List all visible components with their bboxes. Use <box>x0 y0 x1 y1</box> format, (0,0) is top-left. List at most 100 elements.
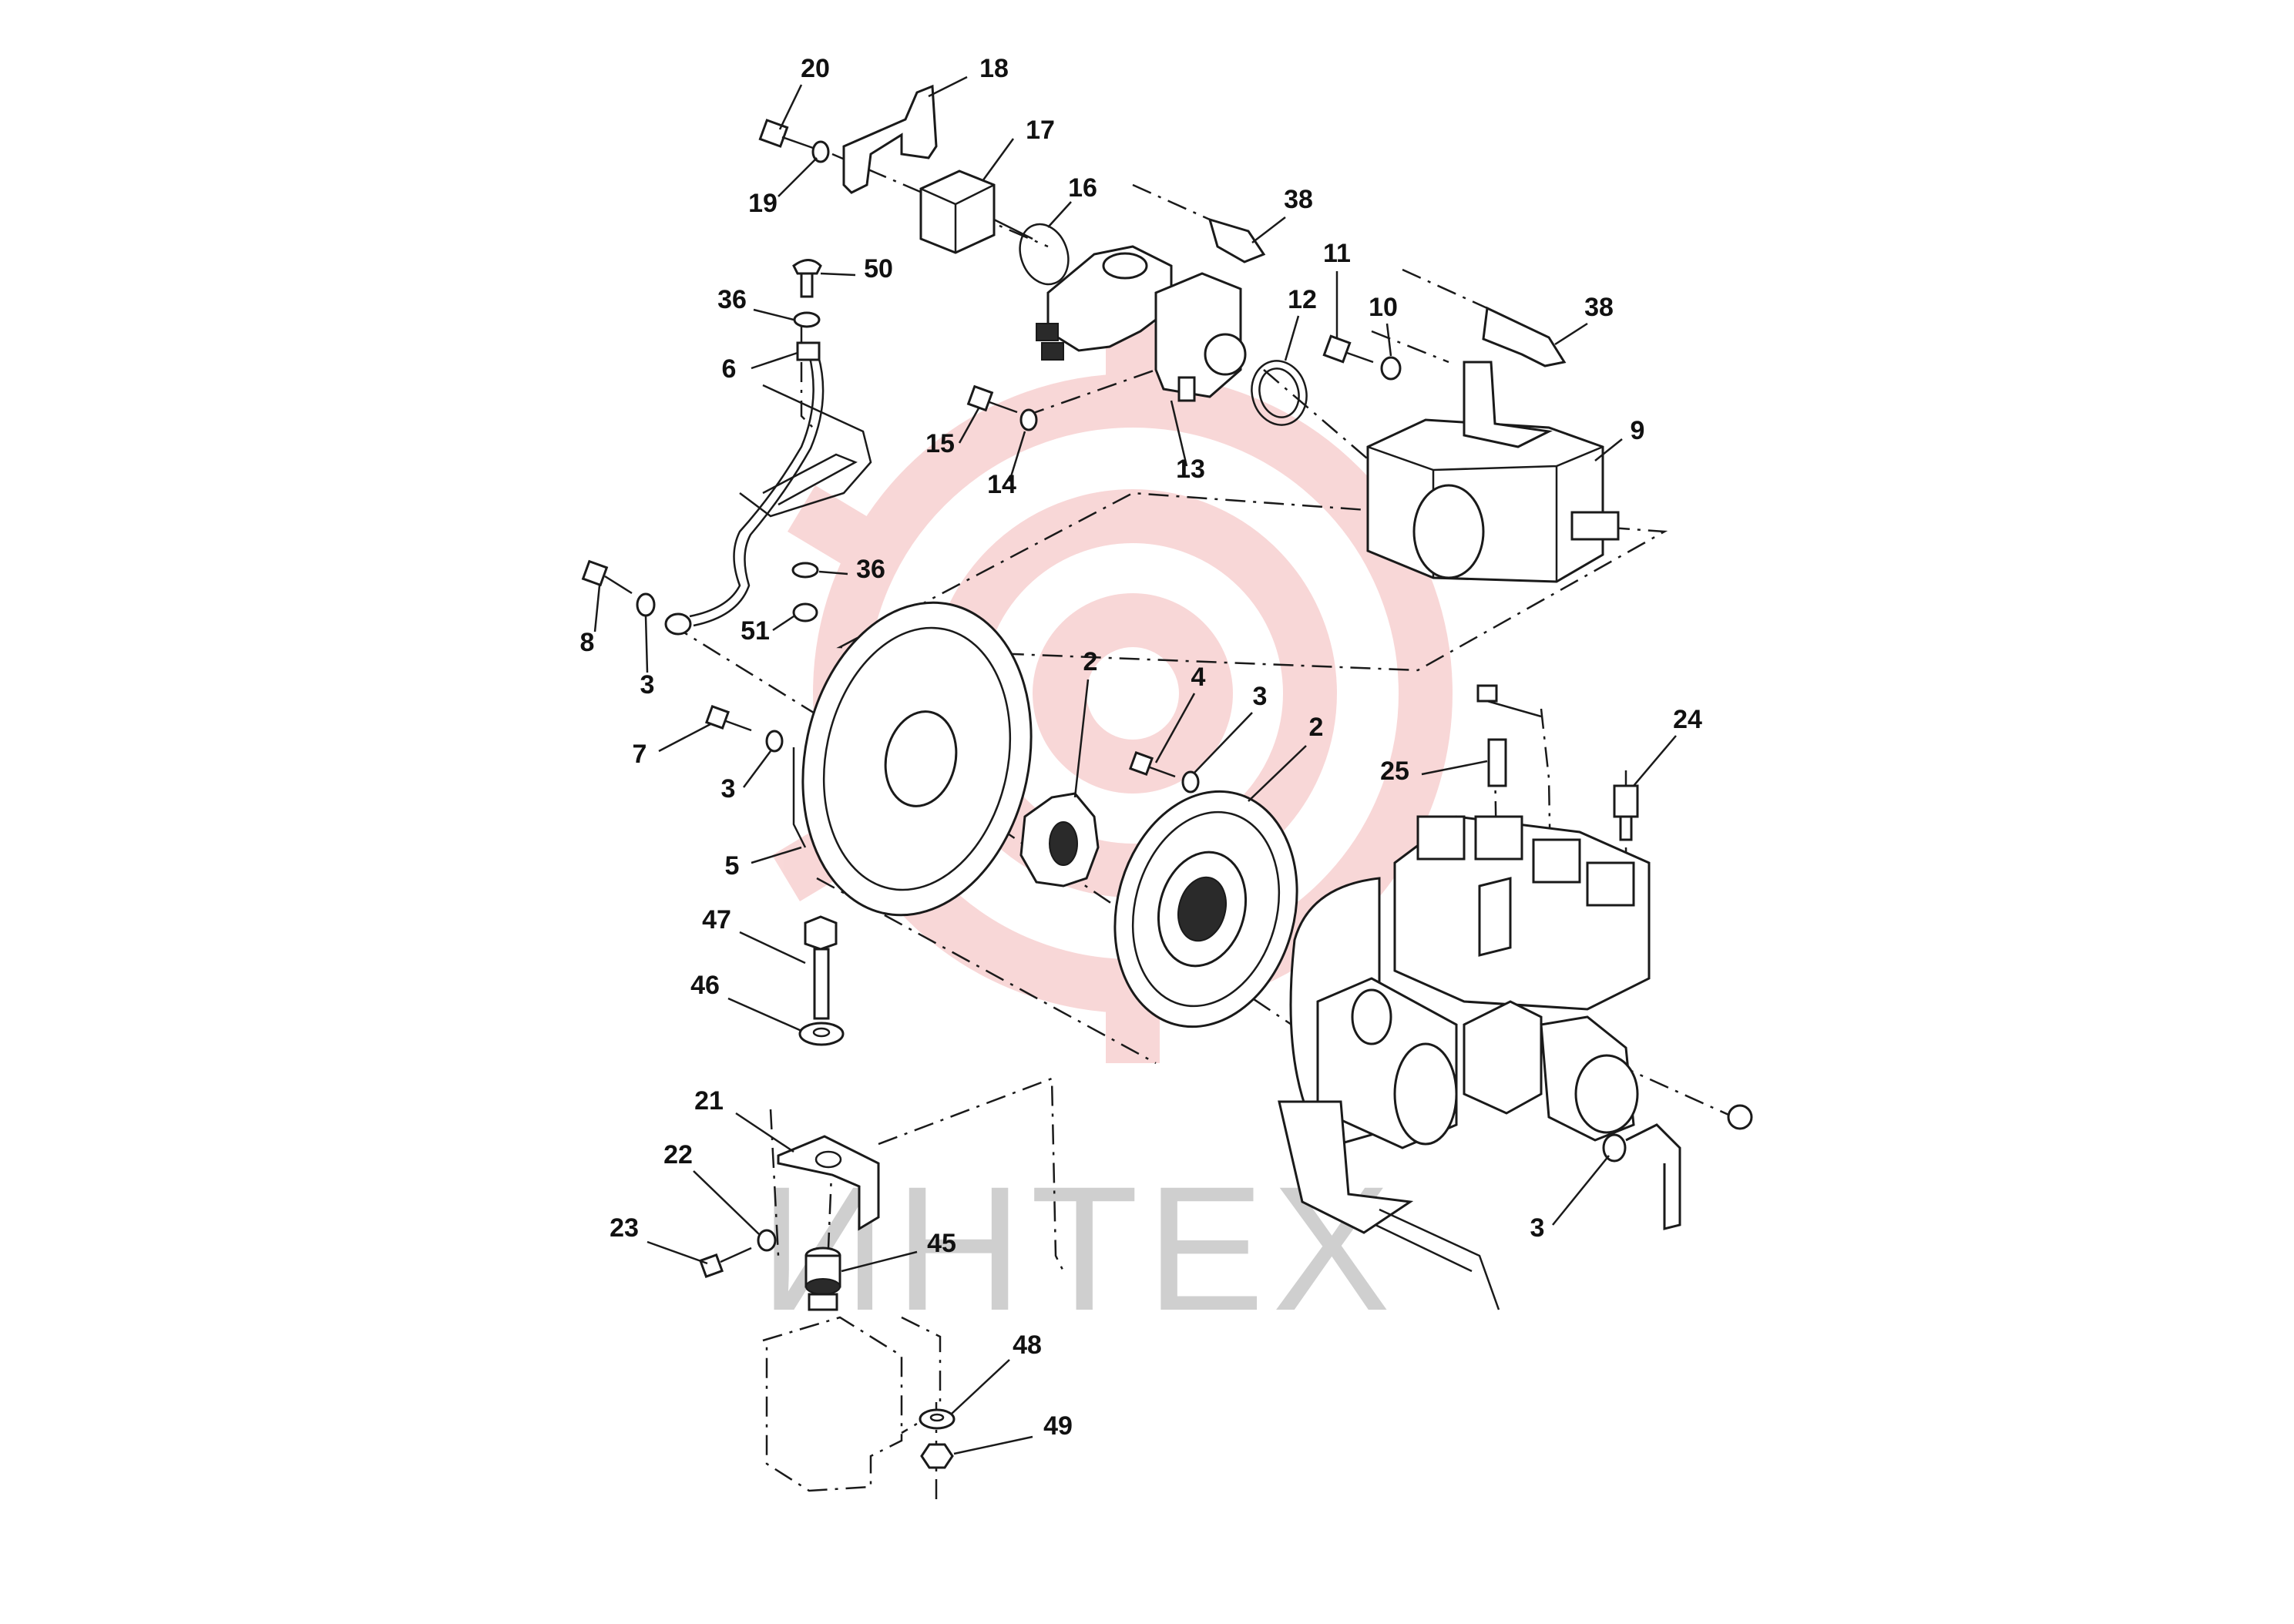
callout-leader-c16 <box>1047 201 1072 228</box>
servo-motor-part <box>919 169 1033 254</box>
air-damper-actuator-part <box>1366 361 1620 583</box>
callout-leader-c12 <box>1284 315 1300 361</box>
callout-leader-c5 <box>751 846 802 864</box>
callout-label-c51: 51 <box>741 616 770 646</box>
washer-48-part <box>919 1408 956 1430</box>
callout-label-c21: 21 <box>694 1086 724 1116</box>
screw-20-part <box>758 119 814 149</box>
callout-leader-c24 <box>1633 735 1677 787</box>
callout-label-c17: 17 <box>1026 116 1055 145</box>
washer-3d-part <box>1602 1133 1627 1163</box>
callout-leader-c50 <box>820 272 856 277</box>
washer-22-part <box>757 1229 777 1252</box>
callout-label-c20a: 20 <box>801 54 830 83</box>
callout-leader-c2b <box>1248 745 1307 802</box>
callout-label-c4: 4 <box>1191 663 1206 692</box>
coupling-disc-part <box>1113 790 1298 1028</box>
callout-label-c2a: 2 <box>1083 647 1098 676</box>
fuel-hose-part <box>664 341 825 636</box>
washer-3b-part <box>1181 770 1200 794</box>
callout-label-c46: 46 <box>690 971 720 1000</box>
callout-leader-c6 <box>751 351 798 370</box>
nut-right-part <box>1727 1104 1753 1130</box>
bolt-50-part <box>792 259 822 298</box>
washer-36b-part <box>791 562 819 579</box>
mounting-bracket-part <box>739 384 872 518</box>
callout-leaders <box>593 75 1677 1455</box>
bolt-11-part <box>1322 334 1374 364</box>
callout-leader-c13 <box>1170 400 1188 467</box>
nut-49-part <box>920 1443 954 1469</box>
callout-leader-c51 <box>772 615 794 632</box>
bolt-4-part <box>1128 750 1176 778</box>
callout-leader-c47 <box>739 931 806 965</box>
callout-label-c36a: 36 <box>717 285 747 314</box>
callout-leader-c15 <box>958 408 980 444</box>
callout-leader-c8 <box>593 585 601 632</box>
gas-valve-train-part <box>1393 815 1681 1230</box>
callout-leader-c3a <box>644 616 649 673</box>
angle-bracket-21-part <box>777 1135 880 1231</box>
washer-19-part <box>811 140 830 163</box>
callout-leader-c19 <box>778 157 818 197</box>
callout-leader-c17 <box>981 138 1015 182</box>
callout-leader-c49 <box>953 1435 1033 1455</box>
lever-bracket-part <box>842 84 938 194</box>
link-rod-38b-part <box>1402 268 1567 367</box>
burner-motor-part <box>1278 877 1500 1310</box>
callout-leader-c48 <box>951 1359 1010 1414</box>
callout-leader-c36b <box>818 570 848 575</box>
callout-leader-c38a <box>1251 216 1286 243</box>
callout-label-c15: 15 <box>925 429 955 458</box>
callout-leader-c38b <box>1554 322 1588 346</box>
callout-label-c3c: 3 <box>721 774 736 804</box>
callout-leader-c7 <box>658 723 711 753</box>
callout-label-c3d: 3 <box>1530 1213 1545 1243</box>
callout-leader-c4 <box>1154 693 1196 763</box>
callout-label-c12: 12 <box>1288 285 1317 314</box>
callout-leader-c2a <box>1073 679 1090 798</box>
callout-leader-c3c <box>742 750 772 788</box>
callout-leader-c25 <box>1421 760 1488 776</box>
bolt-8-part <box>581 559 633 595</box>
callout-leader-c21 <box>735 1112 794 1153</box>
callout-leader-c46 <box>727 997 802 1032</box>
callout-label-c25: 25 <box>1380 757 1409 786</box>
callout-label-c19: 19 <box>748 189 778 218</box>
washer-36a-part <box>793 311 821 328</box>
screw-15-part <box>966 384 1018 414</box>
link-rod-38a-part <box>1132 183 1266 263</box>
callout-leader-c3b <box>1194 712 1253 773</box>
callout-label-c13: 13 <box>1176 455 1205 484</box>
washer-10-part <box>1380 356 1402 381</box>
callout-leader-c10 <box>1385 323 1392 357</box>
callout-label-c38b: 38 <box>1584 293 1614 322</box>
callout-label-c3a: 3 <box>640 670 655 700</box>
callout-label-c16: 16 <box>1068 173 1097 203</box>
callout-label-c14: 14 <box>987 470 1016 499</box>
callout-label-c6: 6 <box>722 354 737 384</box>
callout-label-c7: 7 <box>633 740 647 769</box>
flange-plate-5-part <box>792 601 1033 917</box>
sensor-25-part <box>1487 738 1507 787</box>
callout-label-c49: 49 <box>1043 1411 1073 1441</box>
callout-label-c9: 9 <box>1631 416 1645 445</box>
callout-label-c23: 23 <box>610 1213 639 1243</box>
callout-leader-c9 <box>1594 438 1623 461</box>
callout-label-c36b: 36 <box>856 555 885 584</box>
bolt-23-part <box>698 1247 752 1279</box>
bolt-top-part <box>1476 684 1542 718</box>
callout-leader-c18 <box>928 75 968 98</box>
rubber-mount-45-part <box>804 1247 841 1311</box>
nut-51-part <box>792 602 818 622</box>
callout-leader-c20a <box>778 84 803 130</box>
callout-label-c22: 22 <box>663 1140 693 1169</box>
o-ring-16-part <box>1019 223 1070 286</box>
washer-46-part <box>798 1022 845 1046</box>
callout-label-c18: 18 <box>979 54 1009 83</box>
callout-label-c10: 10 <box>1369 293 1398 322</box>
callout-leader-c23 <box>647 1240 708 1265</box>
callout-label-c38a: 38 <box>1284 185 1313 214</box>
